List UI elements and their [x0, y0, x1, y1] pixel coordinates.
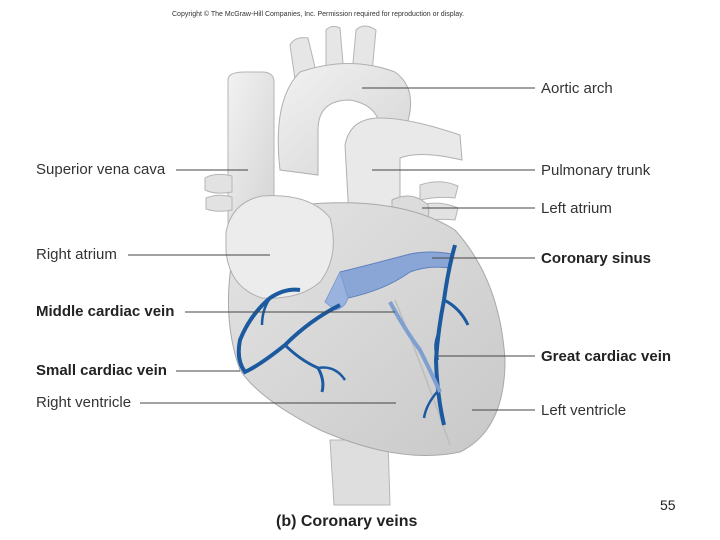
label-coronary-sinus: Coronary sinus — [541, 250, 652, 267]
right-pulmonary-vein-lower — [205, 194, 233, 212]
left-subclavian — [351, 25, 377, 75]
label-left-atrium: Left atrium — [541, 200, 612, 217]
label-small-cardiac-vein: Small cardiac vein — [36, 362, 167, 379]
small-cardiac-vein-path — [236, 287, 341, 375]
figure-caption: (b) Coronary veins — [276, 513, 418, 530]
label-aortic-arch: Aortic arch — [541, 80, 613, 97]
label-left-ventricle: Left ventricle — [541, 402, 627, 419]
coronary-sinus-extension — [324, 270, 349, 311]
label-right-atrium: Right atrium — [36, 246, 117, 263]
label-pulmonary-trunk: Pulmonary trunk — [541, 162, 651, 179]
label-great-cardiac-vein: Great cardiac vein — [541, 348, 672, 365]
aortic-arch — [277, 63, 412, 176]
superior-vena-cava — [227, 71, 275, 226]
label-right-ventricle: Right ventricle — [36, 394, 132, 411]
label-middle-cardiac-vein: Middle cardiac vein — [36, 303, 175, 320]
page-number: 55 — [660, 497, 676, 513]
label-superior-vena-cava: Superior vena cava — [36, 161, 166, 178]
right-pulmonary-vein-upper — [204, 173, 233, 194]
left-pulmonary-vein-upper — [419, 181, 459, 201]
middle-cardiac-vein-path — [388, 301, 442, 393]
right-atrium — [225, 195, 334, 299]
copyright-notice: Copyright © The McGraw-Hill Companies, I… — [172, 11, 465, 18]
